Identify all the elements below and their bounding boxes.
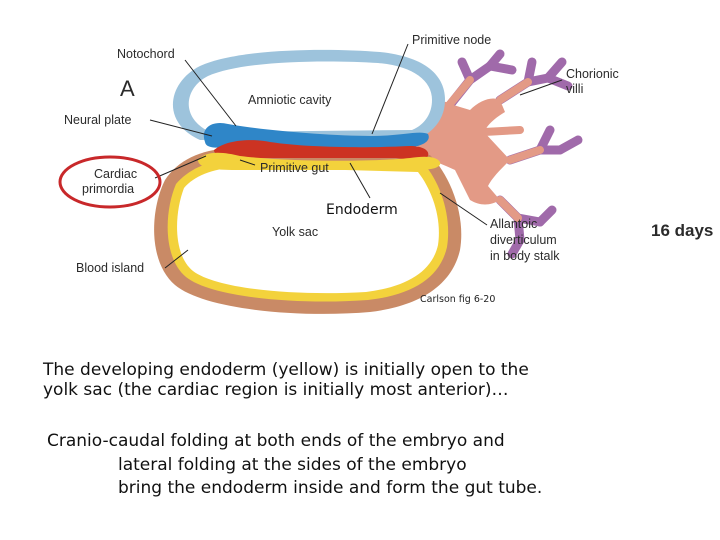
label-chorionic-villi-2: villi <box>566 82 583 96</box>
label-cardiac-2: primordia <box>82 182 134 196</box>
paragraph-2-line-3: bring the endoderm inside and form the g… <box>118 478 543 498</box>
label-allantoic-3: in body stalk <box>490 249 560 263</box>
paragraph-2-line-1: Cranio-caudal folding at both ends of th… <box>47 431 505 451</box>
label-yolk-sac: Yolk sac <box>272 225 318 239</box>
paragraph-2-line-2: lateral folding at the sides of the embr… <box>118 455 467 475</box>
yolk-sac-cavity <box>177 167 439 294</box>
panel-letter: A <box>120 76 135 101</box>
label-cardiac-1: Cardiac <box>94 167 137 181</box>
stalk-branches <box>446 76 544 222</box>
label-notochord: Notochord <box>117 47 175 61</box>
paragraph-1-line-1: The developing endoderm (yellow) is init… <box>43 360 529 380</box>
label-chorionic-villi-1: Chorionic <box>566 67 619 81</box>
label-primitive-node: Primitive node <box>412 33 491 47</box>
label-16-days: 16 days <box>651 221 713 240</box>
label-blood-island: Blood island <box>76 261 144 275</box>
label-endoderm: Endoderm <box>326 202 398 218</box>
paragraph-1-line-2: yolk sac (the cardiac region is initiall… <box>43 380 509 400</box>
citation: Carlson fig 6-20 <box>420 294 495 305</box>
label-amniotic-cavity: Amniotic cavity <box>248 93 332 107</box>
leader-lines <box>149 43 563 269</box>
label-primitive-gut: Primitive gut <box>260 161 329 175</box>
label-neural-plate: Neural plate <box>64 113 131 127</box>
endoderm-band <box>198 152 441 170</box>
highlight-circle <box>58 155 162 209</box>
label-allantoic-1: Allantoic <box>490 217 537 231</box>
amniotic-cavity <box>188 61 432 132</box>
label-allantoic-2: diverticulum <box>490 233 557 247</box>
primitive-gut-shape <box>214 140 429 160</box>
body-stalk-shape <box>412 98 510 205</box>
